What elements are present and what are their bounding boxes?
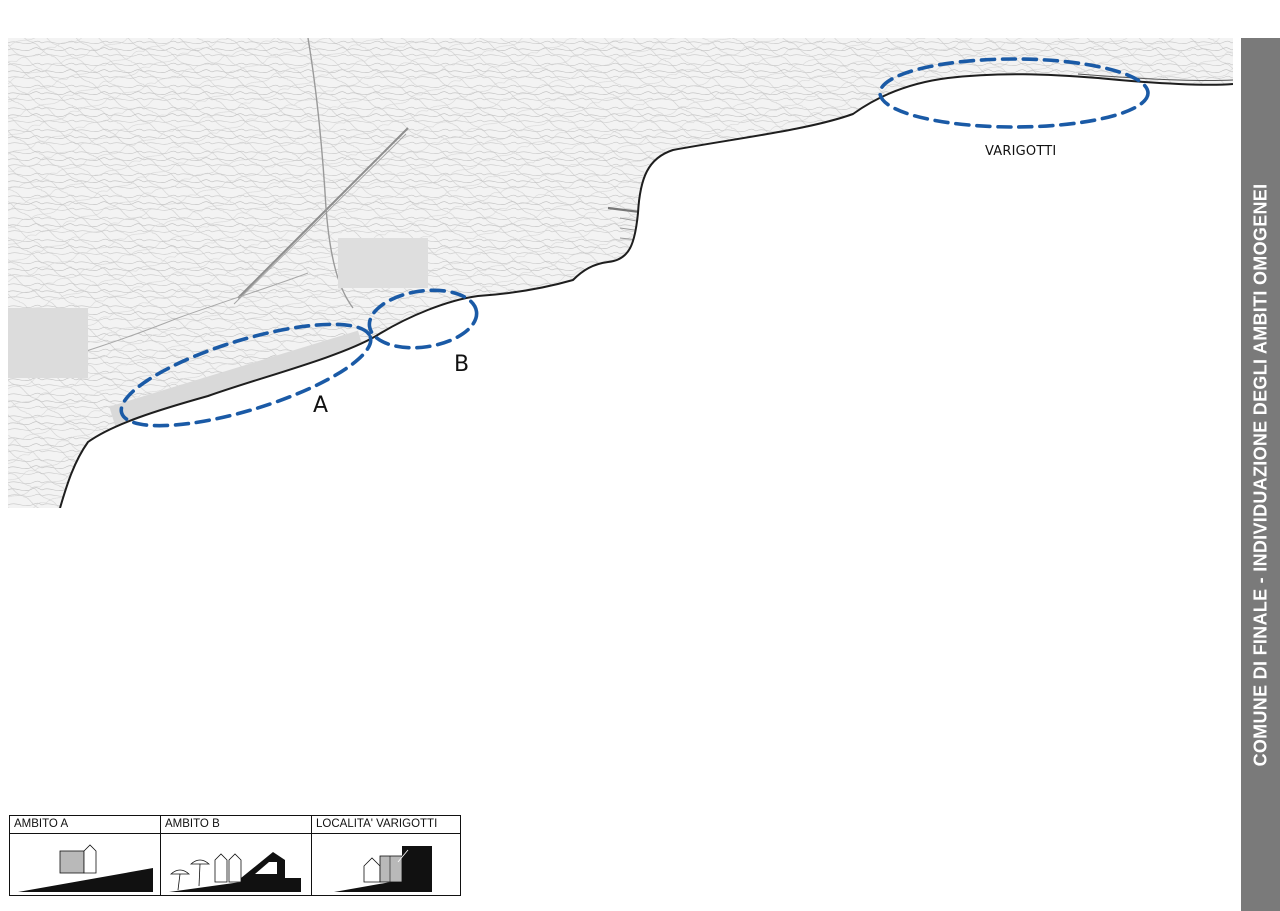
ambito-b-section-icon [169,852,301,892]
zone-b-label: B [454,352,470,377]
zone-a-label: A [313,393,329,418]
legend-cell-ambito-a [10,834,161,895]
topographic-map-svg [8,38,1233,508]
legend-table: AMBITO A AMBITO B LOCALITA' VARIGOTTI [9,815,461,896]
ambit-outlines [119,57,1150,428]
legend-header-varigotti: LOCALITA' VARIGOTTI [312,816,460,834]
legend-header-ambito-a: AMBITO A [10,816,161,834]
terrain-contours [8,38,1233,508]
legend-cell-varigotti [312,834,460,895]
ambit-b-outline [367,288,479,350]
legend-cell-ambito-b [161,834,312,895]
coastline [59,73,1233,508]
zone-varigotti-label: VARIGOTTI [985,144,1057,159]
ambito-a-section-icon [18,844,153,892]
ambit-a-outline [119,322,373,428]
ambit-varigotti-outline [878,57,1150,129]
coastal-map [8,38,1233,508]
legend-header-ambito-b: AMBITO B [161,816,312,834]
side-title-text: COMUNE DI FINALE - INDIVIDUAZIONE DEGLI … [1250,183,1270,766]
side-title-banner: COMUNE DI FINALE - INDIVIDUAZIONE DEGLI … [1241,38,1280,911]
varigotti-section-icon [334,846,432,892]
